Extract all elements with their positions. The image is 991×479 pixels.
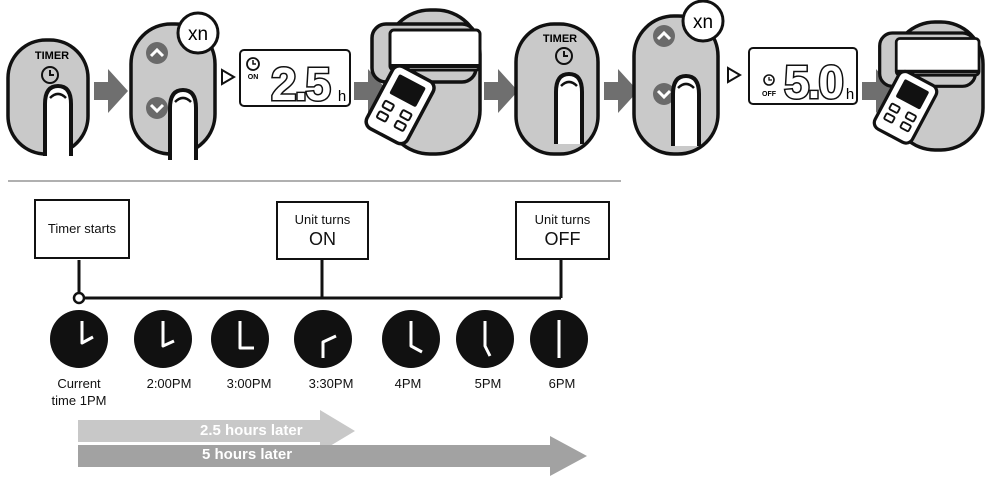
lcd-display-on: ON 2.5 h [239,49,351,112]
clock-icon [763,74,775,86]
clock-icon [382,310,440,368]
up-down-button-panel-1: xn [129,11,220,162]
up-arrow-icon [653,25,675,47]
clock-icon [41,66,59,84]
timeline-start-marker [72,291,86,305]
clock-icon [530,310,588,368]
duration-bar-2-5h [78,410,355,452]
up-down-button-panel-2: xn [632,0,725,156]
instruction-strip: TIMER xn ON 2.5 h [6,0,985,162]
clock-icon [50,310,108,368]
lcd-digits: 5.0 [784,56,842,108]
box-state: OFF [544,228,581,249]
clock-icon [134,310,192,368]
svg-text:h: h [338,88,346,105]
timeline-lines [72,260,563,305]
clock-label: 2:00PM [146,376,192,391]
down-arrow-icon [653,83,675,105]
finger-icon [671,74,701,148]
lcd-digits: 2.5 [271,58,330,110]
repeat-label: xn [693,12,713,33]
box-label: Unit turns [294,211,351,227]
clock-label: 6PM [548,376,576,391]
clock-icon [456,310,514,368]
unit-on-box: Unit turns ON [276,201,369,260]
unit-off-box: Unit turns OFF [515,201,610,260]
play-indicator-icon [221,68,236,86]
clock-icon [211,310,269,368]
box-label: Unit turns [534,211,591,227]
step-arrow-icon [484,69,518,113]
down-arrow-icon [146,97,168,119]
box-state: ON [309,228,336,249]
duration-bar-5h [78,436,587,476]
timer-label: TIMER [543,33,577,45]
box-label: Timer starts [47,221,117,236]
svg-text:h: h [846,86,854,103]
clock-label: 5PM [474,376,502,391]
duration-label-2-5h: 2.5 hours later [200,422,303,439]
timer-label: TIMER [35,50,69,62]
section-divider [8,180,621,182]
clock-icon [555,47,573,65]
timer-button-panel-2: TIMER [514,22,600,156]
clock-icon [246,57,260,71]
svg-text:OFF: OFF [762,91,777,98]
clock-label: 3:00PM [226,376,272,391]
clock-label: 4PM [394,376,422,391]
duration-label-5h: 5 hours later [202,446,293,463]
up-arrow-icon [146,42,168,64]
clock-row [50,310,588,368]
timer-button-panel-1: TIMER [6,38,90,158]
finger-icon [168,88,198,162]
lcd-display-off: OFF 5.0 h [748,47,858,110]
ac-remote-panel-1 [361,8,482,156]
duration-arrows [78,410,587,476]
clock-label-current: Current time 1PM [51,376,107,408]
play-indicator-icon [727,66,742,84]
repeat-label: xn [188,24,208,45]
finger-icon [554,72,584,146]
clock-icon [294,310,352,368]
finger-icon [43,84,73,158]
clock-label: 3:30PM [308,376,354,391]
step-arrow-icon [94,69,128,113]
ac-remote-panel-2 [869,20,985,152]
timer-starts-box: Timer starts [34,199,130,259]
svg-text:ON: ON [248,74,259,81]
